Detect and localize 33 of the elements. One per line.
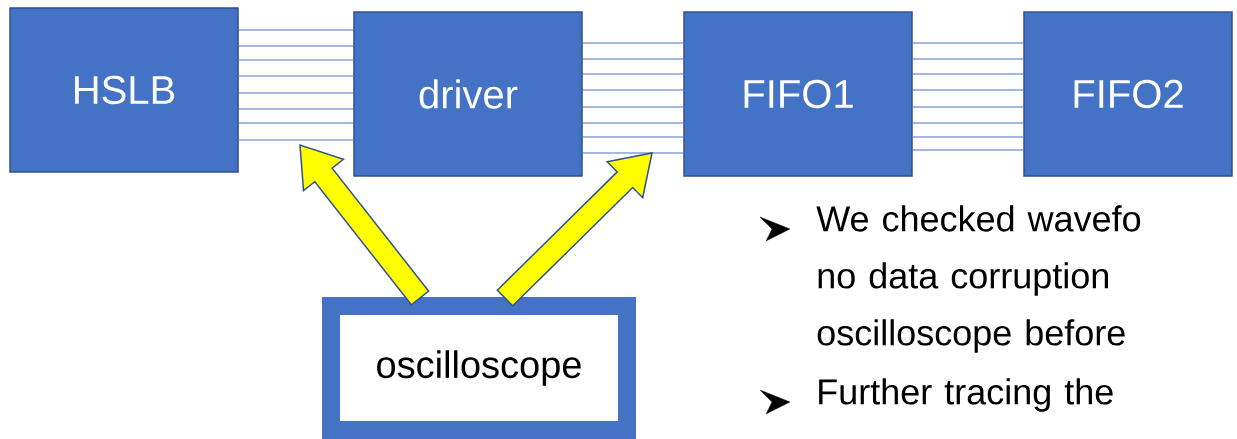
bus-line bbox=[582, 152, 684, 154]
bullet-text: Further tracing the bbox=[819, 378, 1113, 412]
bus-line bbox=[912, 73, 1024, 75]
bus-line bbox=[238, 75, 354, 77]
block-box: FIFO1 bbox=[683, 11, 913, 177]
bus-line bbox=[912, 122, 1024, 124]
block-box: driver bbox=[353, 11, 583, 177]
bus-line bbox=[582, 136, 684, 138]
bus-line bbox=[912, 106, 1024, 108]
bus-line bbox=[912, 42, 1024, 44]
block-box: FIFO2 bbox=[1023, 11, 1233, 177]
bus-line bbox=[238, 45, 354, 47]
block-box: HSLB bbox=[9, 7, 239, 173]
bus-line bbox=[238, 92, 354, 94]
bus-line bbox=[582, 106, 684, 108]
bus-line bbox=[912, 136, 1024, 138]
bus-line bbox=[238, 139, 354, 141]
bullet-text: We checked wavefo no data corruption oscilloscope before bbox=[816, 205, 1141, 353]
bus-line bbox=[238, 59, 354, 61]
bus-line bbox=[238, 122, 354, 124]
bus-line bbox=[238, 108, 354, 110]
bus-line bbox=[912, 89, 1024, 91]
probe-arrow bbox=[299, 143, 430, 306]
bus-line bbox=[238, 29, 354, 31]
bus-line bbox=[582, 122, 684, 124]
bus-line bbox=[912, 149, 1024, 151]
bus-line bbox=[582, 73, 684, 75]
bus-line bbox=[582, 58, 684, 60]
bus-line bbox=[912, 58, 1024, 60]
bus-line bbox=[582, 89, 684, 91]
oscilloscope-box: oscilloscope bbox=[322, 297, 636, 439]
probe-arrow bbox=[496, 152, 653, 307]
bus-line bbox=[582, 42, 684, 44]
